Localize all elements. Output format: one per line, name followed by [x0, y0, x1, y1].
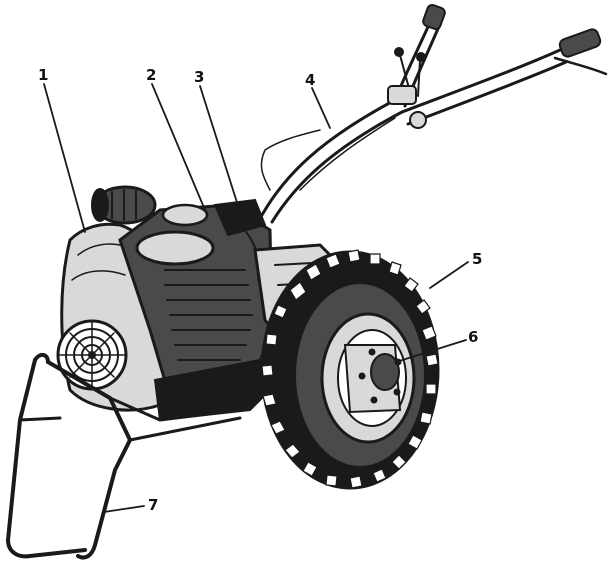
leader-lines	[43, 83, 469, 513]
label-6: 6	[468, 328, 478, 346]
label-3: 3	[194, 68, 204, 86]
label-2: 2	[146, 66, 156, 84]
air-filter	[91, 185, 157, 225]
leader-line-4	[311, 87, 331, 129]
front-stand	[6, 353, 242, 560]
leader-line-1	[43, 83, 86, 233]
label-4: 4	[305, 71, 315, 89]
label-1: 1	[38, 66, 48, 84]
leader-line-6	[395, 339, 467, 363]
part-labels: 1 2 3 4 5 6 7	[38, 66, 482, 514]
handlebar-assembly	[260, 3, 608, 224]
leader-line-5	[429, 261, 469, 289]
leader-line-3	[199, 85, 241, 213]
label-7: 7	[148, 496, 158, 514]
leader-line-2	[151, 83, 206, 211]
wheel-hub	[320, 312, 416, 444]
leader-line-7	[103, 505, 145, 513]
label-5: 5	[472, 250, 482, 268]
